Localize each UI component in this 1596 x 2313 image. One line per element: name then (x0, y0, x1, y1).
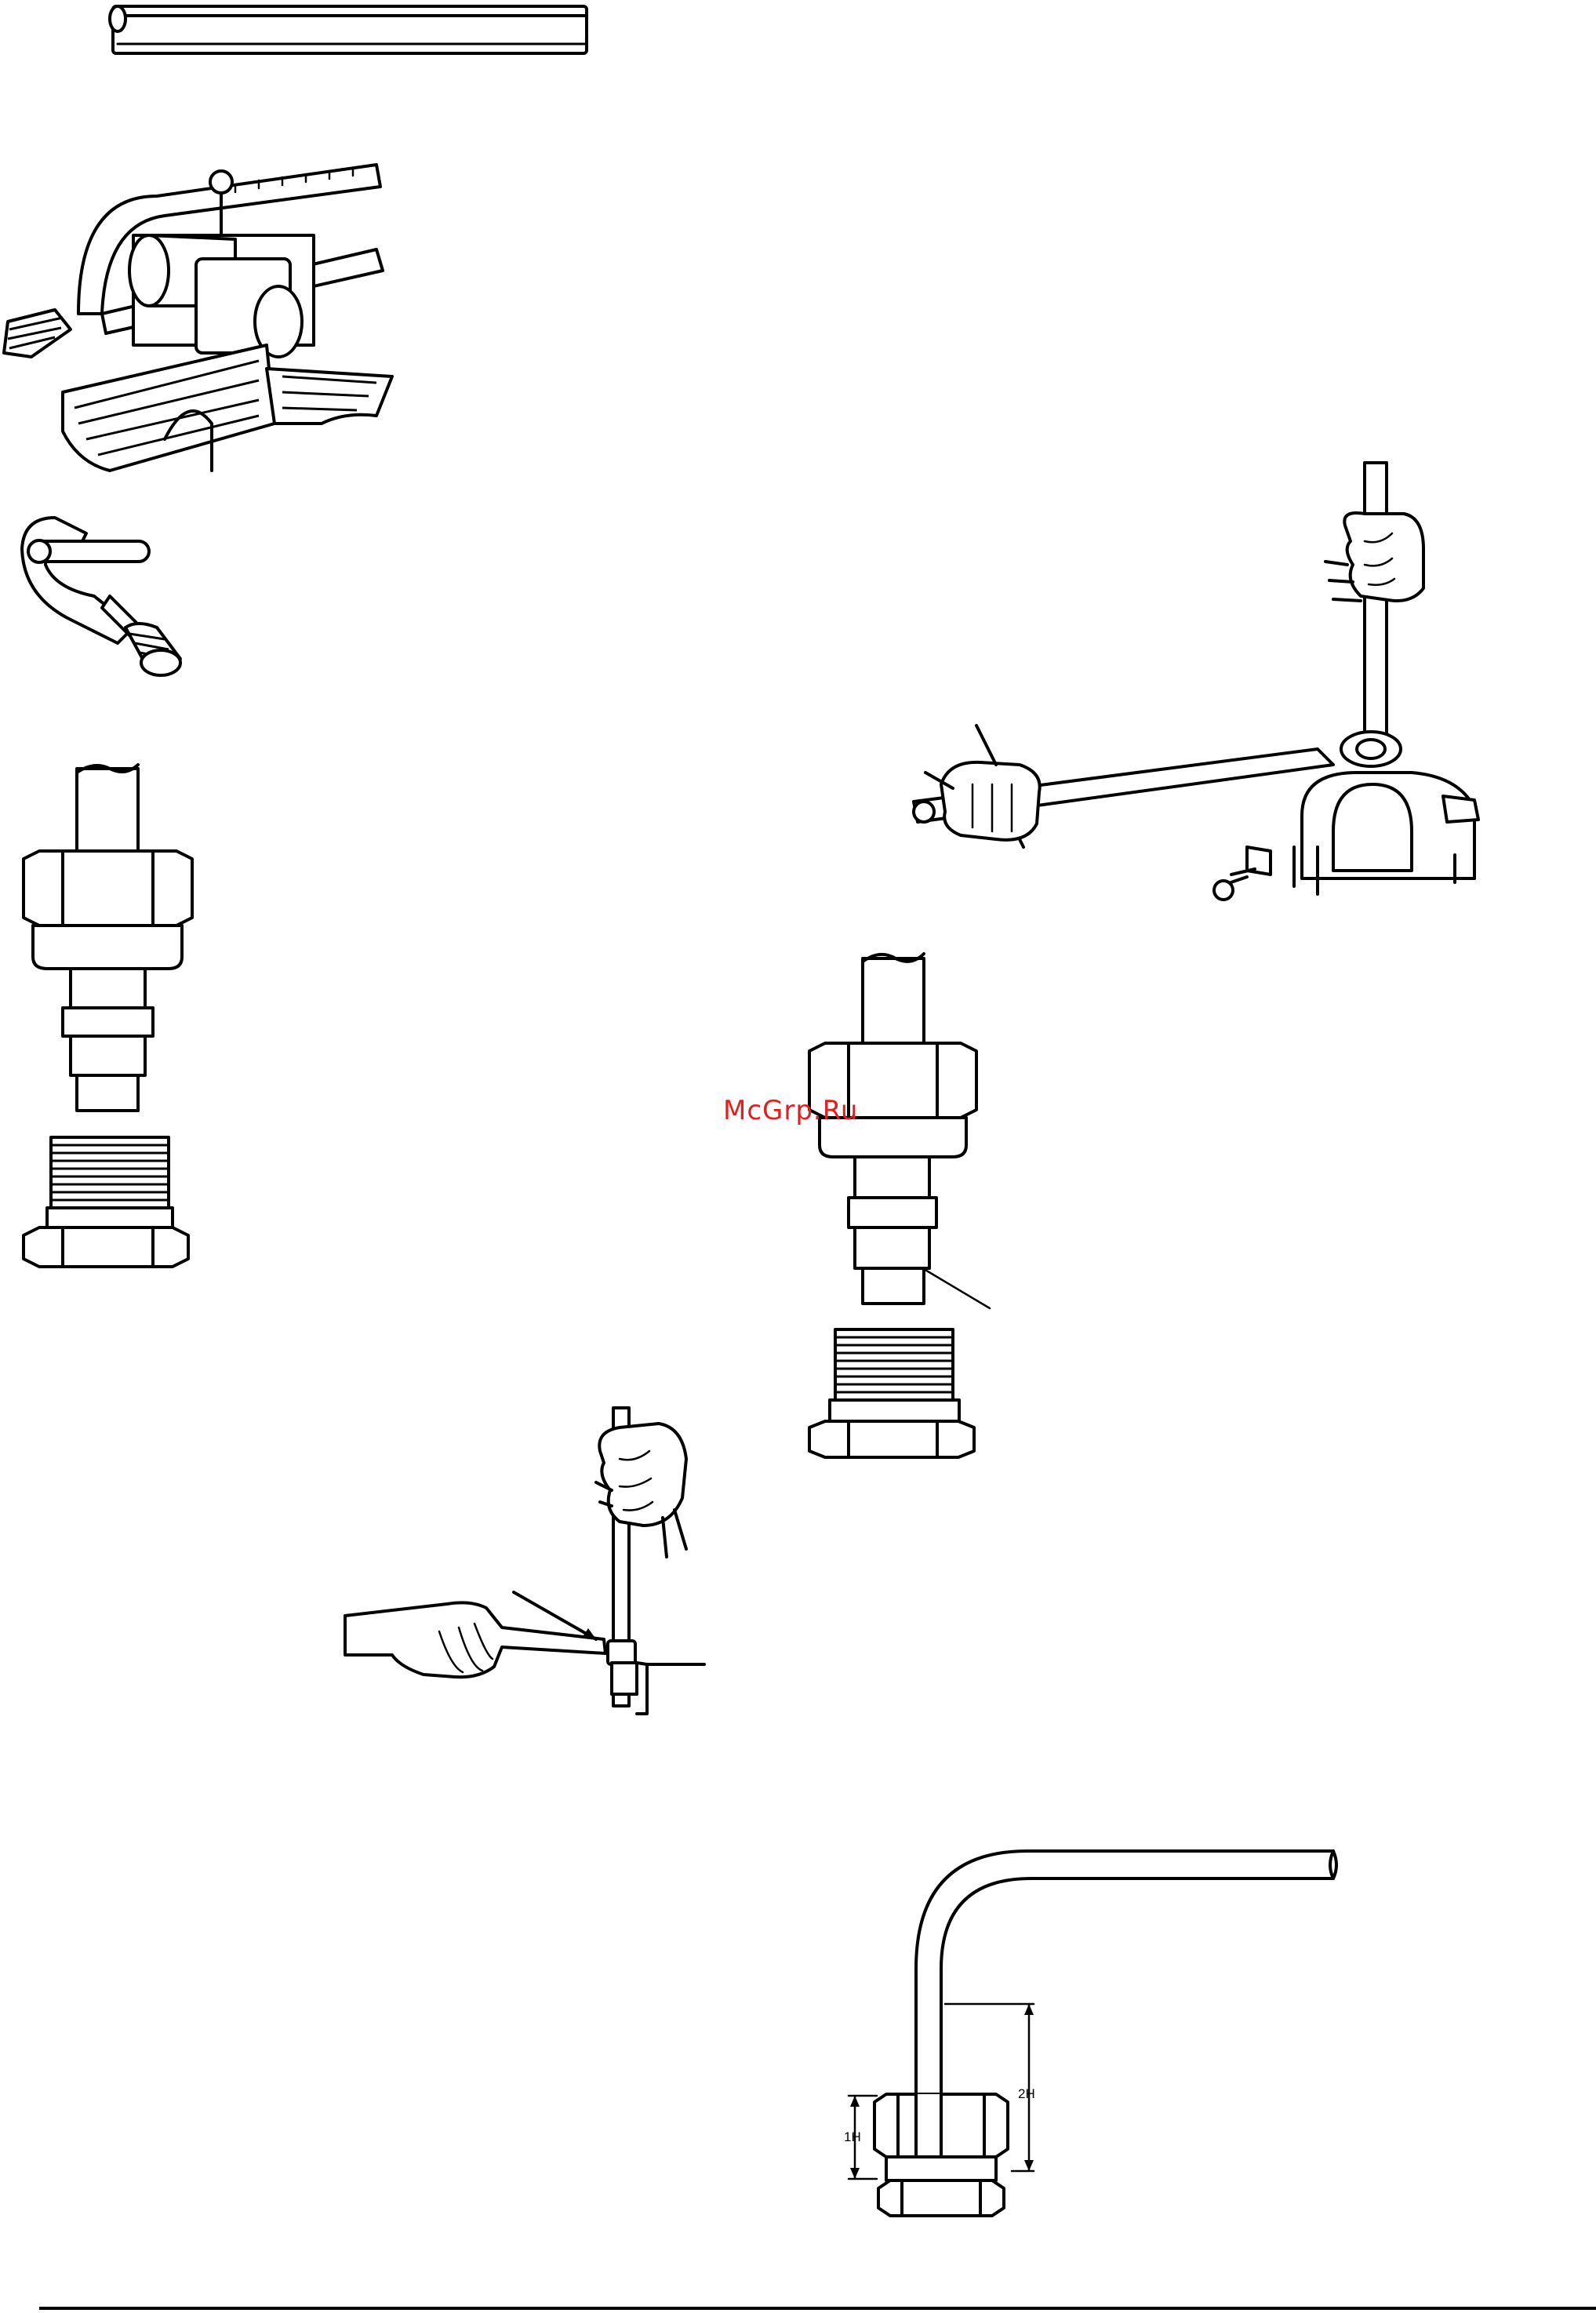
tube-bender-figure (4, 165, 392, 471)
tube-cutter-figure (22, 518, 180, 675)
dimension-label-2h: 2H (1018, 2086, 1035, 2101)
flare-fitting-left-figure (24, 765, 192, 1267)
flare-fitting-right-figure (809, 954, 990, 1457)
watermark-text: McGrp.Ru (723, 1095, 858, 1126)
wrench-tightening-bottom-figure (345, 1408, 704, 1714)
dimension-label-1h: 1H (844, 2129, 861, 2144)
wrench-tightening-top-figure (914, 463, 1478, 900)
bent-tube-dimension-figure: 1H 2H (844, 1851, 1336, 2216)
straight-tube-figure (110, 6, 587, 53)
